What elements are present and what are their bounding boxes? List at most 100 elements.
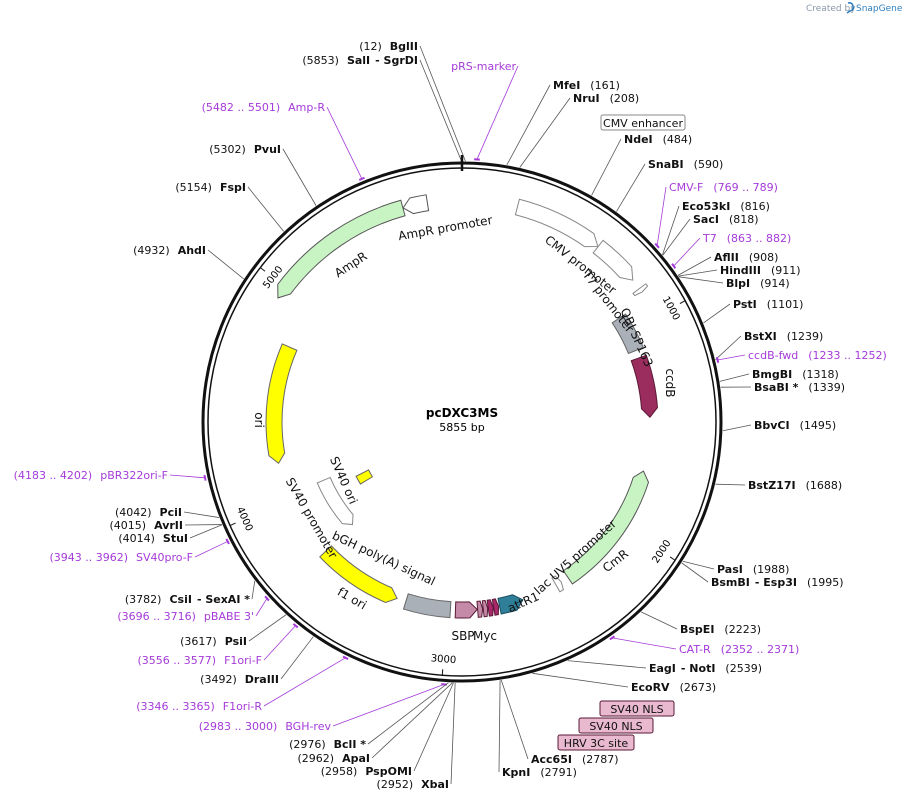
site-label: NdeI(484) [624,133,692,146]
leader-line [419,59,462,162]
site-name: F1ori-F [224,654,262,667]
primer-mark [342,655,349,660]
feature-sv40-nls [491,598,500,616]
site-position: (1988) [753,563,790,576]
feature-sv40-promoter [316,476,354,526]
primer-mark [203,474,207,481]
site-position: (2539) [725,662,762,675]
site-label: (3696 .. 3716)pBABE 3' [117,610,254,623]
site-label: Acc65I(2787) [531,753,619,766]
site-position: (4932) [133,244,170,257]
site-label: KpnI (2791) [502,766,577,779]
site-name: CAT-R [679,643,711,656]
site-position: (208) [610,92,640,105]
feature-myc [476,600,484,618]
site-position: (3492) [200,673,237,686]
primer-mark [225,538,230,545]
leader-line [419,45,466,162]
site-position: (5482 .. 5501) [202,101,281,114]
site-name: MfeI [553,79,580,92]
leader-line [677,256,712,276]
feature-cmv-promoter [592,239,634,281]
site-name: FspI [220,181,246,194]
leader-line [450,682,456,785]
feature-sbp [454,601,478,619]
site-name: NruI [573,92,600,105]
site-position: (5302) [209,143,246,156]
tick-label: 2000 [651,538,674,565]
feature-label: AmpR [332,249,370,280]
site-position: (911) [771,264,801,277]
tick-label: 4000 [234,505,254,533]
boxed-label-frame [557,734,635,751]
site-name: BsaBI * [754,381,799,394]
site-label: (4014)StuI [118,532,188,545]
leader-line [715,483,746,486]
leader-line [189,524,223,539]
leader-line [476,65,519,160]
site-name: SnaBI [648,158,684,171]
site-label: (3492)DraIII [200,673,279,686]
leader-line [413,682,454,772]
site-name: BstZ17I [748,479,796,492]
site-label: PstI (1101) [733,298,803,311]
site-name: PstI [733,298,757,311]
site-name: BspEI [680,623,714,636]
site-position: (816) [740,200,770,213]
site-name-extra: - SgrDI [375,54,418,67]
site-position: (3617) [180,635,217,648]
leader-line [255,598,268,617]
site-name: PciI [160,506,182,519]
site-position: (2952) [377,778,414,791]
leader-line [612,637,677,650]
boxed-label: CMV enhancer [603,117,683,130]
site-position: (1101) [767,298,804,311]
site-name: ccdB-fwd [748,349,798,362]
created-by-text: Created by [806,4,856,14]
leader-line [591,138,622,196]
site-position: (5853) [302,54,339,67]
site-name: CMV-F [669,181,703,194]
site-name: Eco53kI [682,200,730,213]
site-position: (1339) [808,381,845,394]
site-position: (2983 .. 3000) [199,720,278,733]
site-label: BmgBI(1318) [752,368,839,381]
leader-line [500,679,529,760]
site-position: (2976) [289,738,326,751]
site-position: (2791) [540,766,577,779]
site-name: CsiI [169,593,191,606]
site-position: (2352 .. 2371) [721,643,800,656]
site-label: ccdB-fwd(1233 .. 1252) [748,349,887,362]
site-position: (2673) [680,681,717,694]
leader-line [715,335,742,360]
boxed-label-frame [578,717,654,734]
site-label: EcoRV(2673) [631,681,716,694]
site-label: NruI (208) [573,92,639,105]
feature-label: ccdB [663,368,677,397]
leader-line [656,186,667,246]
site-name: pBABE 3' [204,610,254,623]
leader-line [662,205,680,255]
site-position: (3782) [125,593,162,606]
boxed-label: SV40 NLS [589,720,642,733]
feature-ampr [277,199,406,299]
site-label: SnaBI(590) [648,158,723,171]
site-label: CAT-R (2352 .. 2371) [679,643,799,656]
site-label: (3943 .. 3962)SV40pro-F [49,551,193,564]
site-name: Amp-R [288,101,325,114]
leader-line [681,562,709,583]
site-label: BsaBI * (1339) [754,381,845,394]
feature-sv40-ori [355,469,374,485]
site-name-extra: - NotI [681,662,716,675]
leader-line [678,269,718,277]
backbone [201,155,723,683]
site-label: (5302)PvuI [209,143,281,156]
feature-label: ori [252,412,266,428]
site-label: (3617)PsiI [180,635,247,648]
site-position: (161) [590,79,620,92]
site-name: NdeI [624,133,653,146]
leader-line [247,186,284,232]
primer-mark [292,623,299,629]
primer-mark [671,263,677,269]
site-name: KpnI [502,766,530,779]
